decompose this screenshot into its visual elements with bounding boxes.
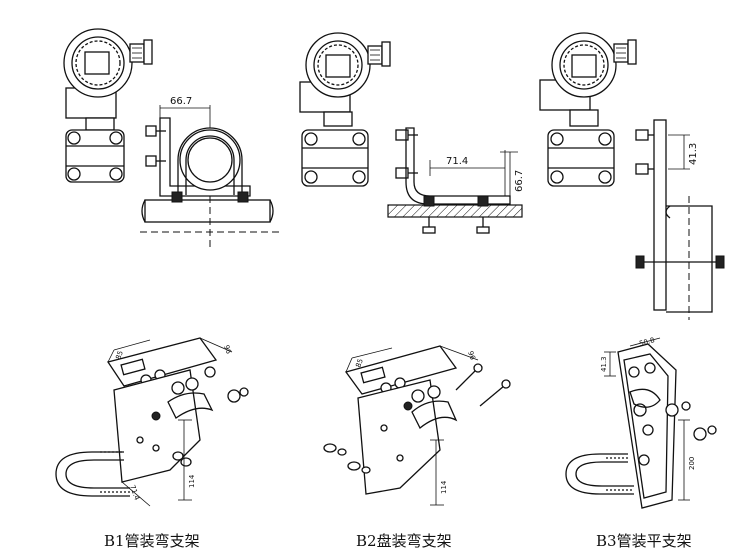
b1-iso-dim-bottom: 71.4 bbox=[128, 484, 141, 502]
b2-width-dim: 71.4 bbox=[446, 156, 468, 167]
b3-iso-dim-b: 50.8 bbox=[638, 336, 655, 348]
b3-front-view: 41.3 bbox=[539, 32, 725, 320]
caption-b2: B2盘装弯支架 bbox=[356, 532, 452, 550]
b1-isometric-view: 85 96 114 71.4 bbox=[55, 337, 249, 507]
caption-b3: B3管装平支架 bbox=[596, 532, 692, 550]
b1-width-dim: 66.7 bbox=[170, 96, 192, 107]
caption-b1: B1管装弯支架 bbox=[104, 532, 200, 550]
b2-iso-dim-height: 114 bbox=[440, 480, 448, 494]
b3-iso-dim-a: 41.3 bbox=[600, 356, 608, 372]
b2-iso-dim-a: 85 bbox=[354, 358, 365, 369]
b3-height-dim: 41.3 bbox=[688, 143, 699, 165]
b1-iso-dim-a: 85 bbox=[114, 350, 125, 361]
b3-isometric-view: 41.3 50.8 200 bbox=[565, 336, 717, 509]
b1-iso-dim-b: 96 bbox=[222, 344, 233, 356]
b1-front-view: 66.7 bbox=[63, 28, 280, 250]
b2-iso-dim-b: 96 bbox=[466, 350, 477, 362]
b3-iso-dim-height: 200 bbox=[688, 457, 696, 470]
b2-height-dim: 66.7 bbox=[514, 170, 525, 192]
b1-iso-dim-height: 114 bbox=[188, 474, 196, 488]
b2-front-view: 71.4 66.7 bbox=[299, 32, 525, 234]
b2-isometric-view: 85 96 114 bbox=[323, 345, 511, 506]
